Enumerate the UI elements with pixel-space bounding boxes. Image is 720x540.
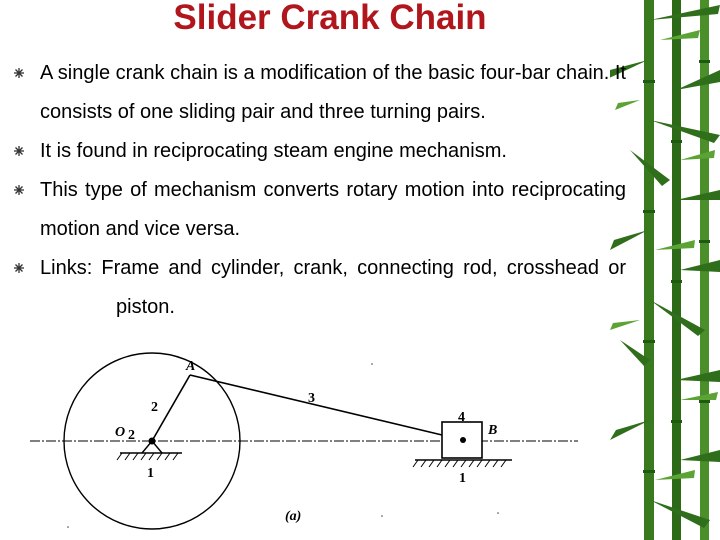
snowflake-bullet-icon: [14, 185, 24, 195]
crank-link: [151, 374, 191, 442]
bullet-text: Links: Frame and cylinder, crank, connec…: [40, 257, 626, 279]
label-o2: O: [115, 425, 125, 440]
snowflake-bullet-icon: [14, 263, 24, 273]
label-link-2: 2: [151, 400, 158, 415]
bullet-list: A single crank chain is a modification o…: [14, 54, 626, 327]
bullet-text-continued: piston.: [116, 296, 175, 318]
figure-caption: (a): [285, 509, 301, 524]
bullet-text: It is found in reciprocating steam engin…: [40, 140, 507, 162]
crank-path-circle: [63, 352, 241, 530]
bamboo-decoration: [610, 0, 720, 540]
connecting-rod-link: [189, 374, 464, 441]
fixed-support: [141, 439, 163, 454]
snowflake-bullet-icon: [14, 146, 24, 156]
label-link-1-left: 1: [147, 466, 154, 481]
bullet-item: Links: Frame and cylinder, crank, connec…: [14, 249, 626, 327]
bullet-text: A single crank chain is a modification o…: [40, 62, 626, 123]
slider-crank-diagram: A O 2 2 3 4 B 1 1 (a): [30, 352, 578, 530]
slider-block: [441, 421, 483, 459]
label-link-1-right: 1: [459, 471, 466, 486]
slider-pivot: [460, 437, 466, 443]
label-o2-subscript: 2: [128, 428, 135, 443]
label-link-4: 4: [458, 410, 465, 425]
slide-title: Slider Crank Chain: [173, 0, 487, 37]
bullet-item: It is found in reciprocating steam engin…: [14, 132, 626, 171]
label-b: B: [487, 423, 497, 438]
bullet-item: This type of mechanism converts rotary m…: [14, 171, 626, 249]
bullet-item: A single crank chain is a modification o…: [14, 54, 626, 132]
label-link-3: 3: [308, 391, 315, 406]
snowflake-bullet-icon: [14, 68, 24, 78]
bullet-text: This type of mechanism converts rotary m…: [40, 179, 626, 240]
label-a: A: [185, 359, 195, 374]
